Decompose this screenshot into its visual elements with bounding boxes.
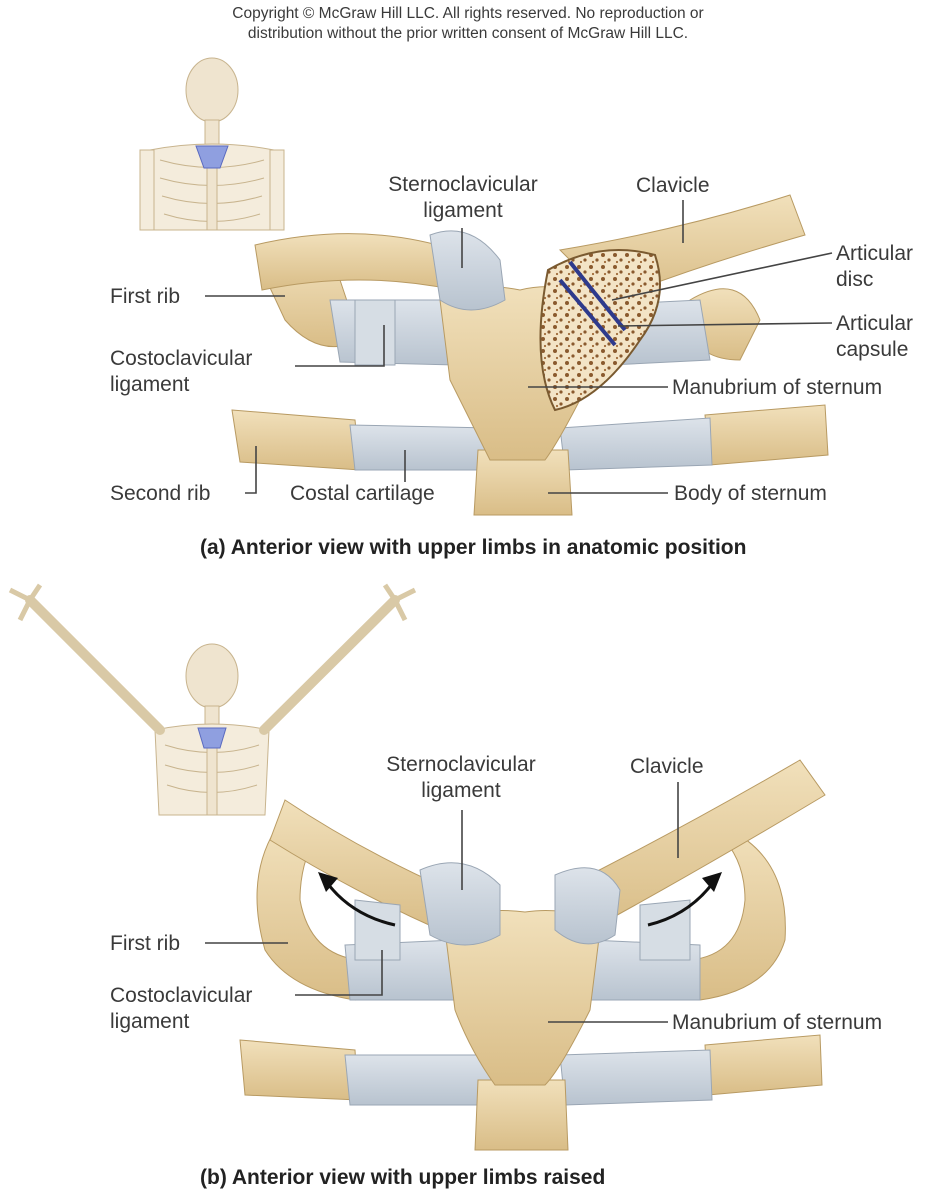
label-clavicle-a: Clavicle xyxy=(636,174,710,197)
label-line: Articular xyxy=(836,242,914,265)
label-line: capsule xyxy=(836,338,909,361)
label-first-rib-b: First rib xyxy=(110,932,180,955)
panel-b-leaders xyxy=(205,782,679,1023)
panel-b-anatomy xyxy=(239,759,826,1151)
label-line: Sternoclavicular xyxy=(386,753,536,776)
label-first-rib-a: First rib xyxy=(110,285,180,308)
copyright-notice: Copyright © McGraw Hill LLC. All rights … xyxy=(0,4,936,44)
label-sternoclavicular-ligament-b: Sternoclavicular ligament xyxy=(366,752,556,804)
copyright-line-1: Copyright © McGraw Hill LLC. All rights … xyxy=(232,5,704,22)
label-line: ligament xyxy=(110,1010,190,1033)
label-sternoclavicular-ligament-a: Sternoclavicular ligament xyxy=(368,172,558,224)
label-line: Costoclavicular xyxy=(110,984,253,1007)
skeleton-thumbnail-a xyxy=(139,57,285,231)
caption-panel-b: (b) Anterior view with upper limbs raise… xyxy=(200,1166,606,1189)
panel-a-leaders xyxy=(205,200,833,494)
label-line: Sternoclavicular xyxy=(388,173,538,196)
caption-panel-a: (a) Anterior view with upper limbs in an… xyxy=(200,536,747,559)
label-line: Costoclavicular xyxy=(110,347,253,370)
label-manubrium-a: Manubrium of sternum xyxy=(672,376,883,399)
label-line: ligament xyxy=(421,779,501,802)
label-body-of-sternum: Body of sternum xyxy=(674,482,827,505)
label-line: ligament xyxy=(423,199,503,222)
label-second-rib: Second rib xyxy=(110,482,211,505)
label-line: ligament xyxy=(110,373,190,396)
label-clavicle-b: Clavicle xyxy=(630,755,704,778)
label-articular-capsule: Articular capsule xyxy=(836,311,913,363)
label-costoclavicular-ligament-b: Costoclavicular ligament xyxy=(110,983,252,1035)
label-line: Articular xyxy=(836,312,914,335)
skeleton-thumbnail-b xyxy=(8,583,417,816)
label-manubrium-b: Manubrium of sternum xyxy=(672,1011,883,1034)
label-costal-cartilage: Costal cartilage xyxy=(290,482,435,505)
label-articular-disc: Articular disc xyxy=(836,241,913,293)
label-costoclavicular-ligament-a: Costoclavicular ligament xyxy=(110,346,252,398)
panel-a-anatomy xyxy=(231,194,829,516)
copyright-line-2: distribution without the prior written c… xyxy=(247,25,689,42)
label-line: disc xyxy=(836,268,874,291)
